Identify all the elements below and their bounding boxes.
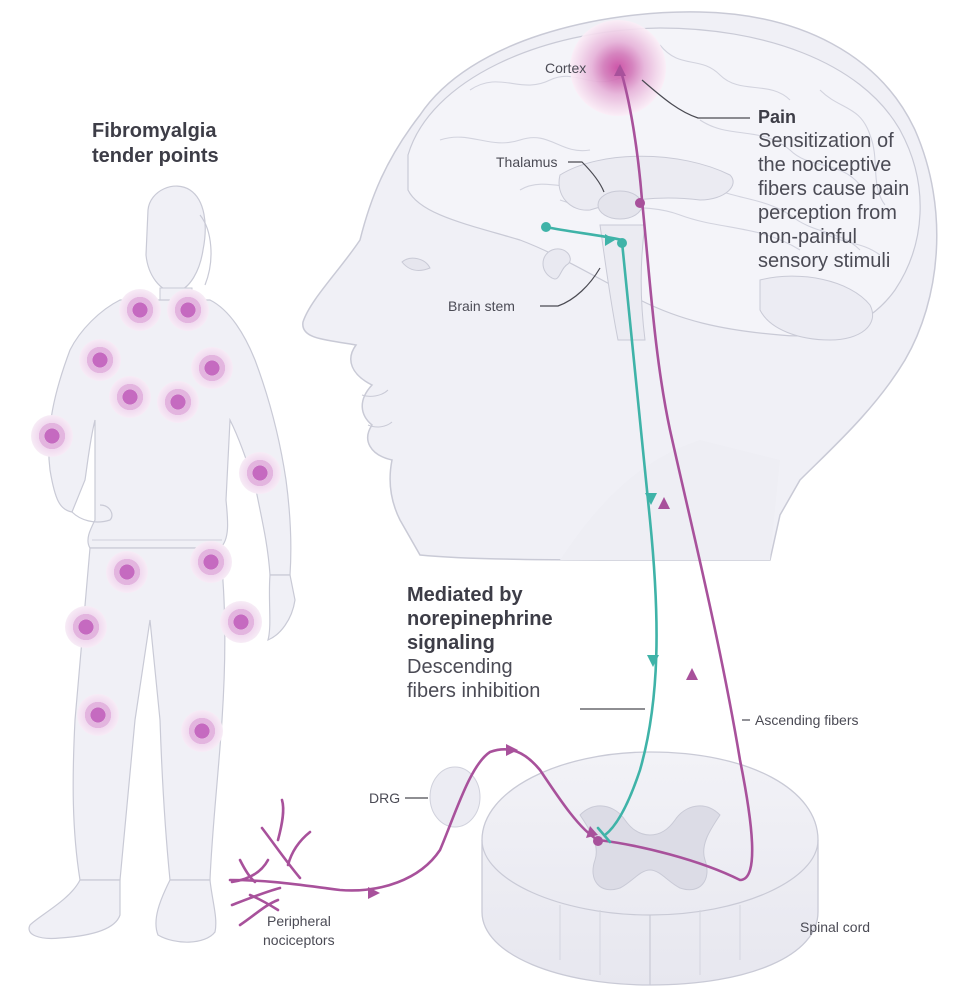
tender-point: [239, 452, 281, 494]
descending-node-brainstem: [617, 238, 627, 248]
body-silhouette: [29, 186, 295, 942]
mediated-block: Mediated by norepinephrine signaling Des…: [407, 583, 553, 703]
mediated-body-line: fibers inhibition: [407, 679, 553, 703]
pain-line: sensory stimuli: [758, 249, 909, 273]
tender-point: [191, 347, 233, 389]
tender-point: [79, 339, 121, 381]
label-thalamus: Thalamus: [496, 154, 557, 170]
mediated-heading-line: norepinephrine: [407, 607, 553, 631]
mediated-body-line: Descending: [407, 655, 553, 679]
tender-point: [31, 415, 73, 457]
tender-point: [106, 551, 148, 593]
spinal-cord-section: [430, 752, 818, 985]
ascending-node-cord: [593, 836, 603, 846]
ascending-node-thalamus: [635, 198, 645, 208]
pain-block: Pain Sensitization of the nociceptive fi…: [758, 105, 909, 273]
tender-point: [77, 694, 119, 736]
pain-line: fibers cause pain: [758, 177, 909, 201]
pain-line: perception from: [758, 201, 909, 225]
label-cortex: Cortex: [545, 60, 586, 76]
label-brain-stem: Brain stem: [448, 298, 515, 314]
tender-point: [157, 381, 199, 423]
tender-point: [181, 710, 223, 752]
label-peripheral-2: nociceptors: [263, 932, 335, 948]
mediated-heading-line: Mediated by: [407, 583, 553, 607]
title-line-1: Fibromyalgia: [92, 120, 216, 143]
pain-heading: Pain: [758, 105, 909, 129]
label-ascending-fibers: Ascending fibers: [755, 712, 859, 728]
label-drg: DRG: [369, 790, 400, 806]
tender-point: [167, 289, 209, 331]
pain-line: Sensitization of: [758, 129, 909, 153]
tender-point: [190, 541, 232, 583]
title-line-2: tender points: [92, 145, 219, 168]
tender-point: [65, 606, 107, 648]
label-peripheral-1: Peripheral: [267, 913, 331, 929]
pain-line: the nociceptive: [758, 153, 909, 177]
tender-point: [109, 376, 151, 418]
tender-point: [220, 601, 262, 643]
label-spinal-cord: Spinal cord: [800, 919, 870, 935]
mediated-heading-line: signaling: [407, 631, 553, 655]
pain-line: non-painful: [758, 225, 909, 249]
tender-point: [119, 289, 161, 331]
descending-node-origin: [541, 222, 551, 232]
